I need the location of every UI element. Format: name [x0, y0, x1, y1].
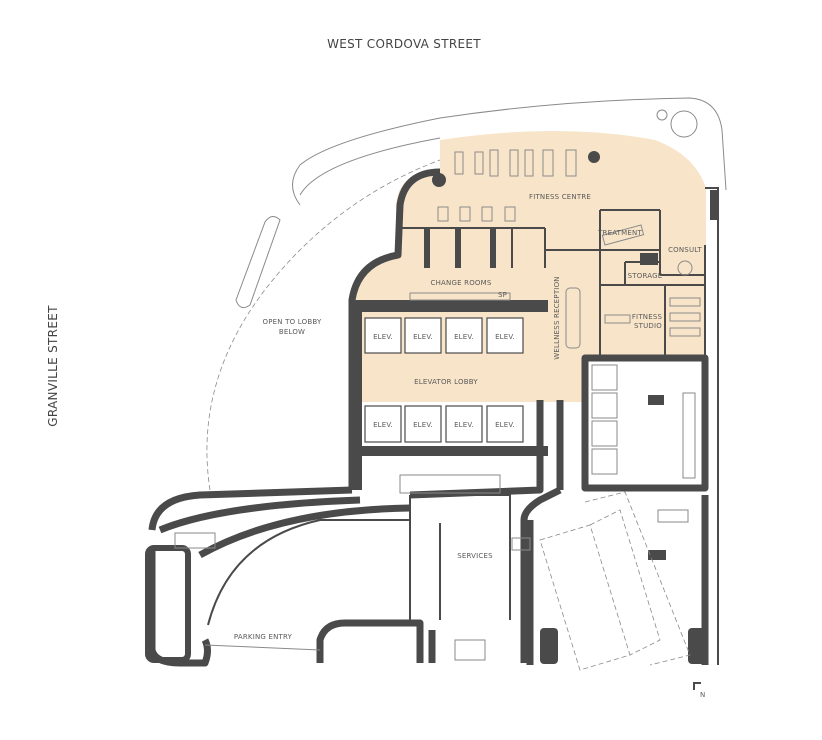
storage-block: [640, 253, 658, 265]
column: [688, 628, 706, 664]
street-label-west: GRANVILLE STREET: [46, 305, 60, 427]
planter: [670, 110, 698, 138]
label-fitness-studio-1: FITNESS: [632, 313, 663, 321]
landscape-outline: [292, 97, 727, 206]
planter-oval: [235, 216, 281, 309]
stairs-lower: [174, 474, 689, 661]
elev-label: ELEV.: [495, 421, 515, 429]
fitness-equipment: [437, 149, 701, 349]
north-label: N: [700, 691, 705, 699]
label-fitness-centre: FITNESS CENTRE: [529, 193, 591, 201]
label-elevator-lobby: ELEVATOR LOBBY: [414, 378, 478, 386]
elev-label: ELEV.: [413, 421, 433, 429]
column: [710, 190, 718, 220]
stair: [409, 292, 511, 301]
elev-label: ELEV.: [454, 421, 474, 429]
curved-glazing: [206, 159, 441, 491]
column: [432, 173, 446, 187]
parking-entry-line: [204, 644, 321, 651]
label-fitness-studio-2: STUDIO: [634, 322, 662, 330]
elevator-core-top: [352, 300, 548, 312]
label-open-to-lobby-2: BELOW: [279, 328, 305, 336]
label-wellness-reception: WELLNESS RECEPTION: [553, 276, 561, 359]
label-sp: SP: [498, 291, 507, 299]
east-block-wall: [581, 354, 709, 492]
parking-ramp-wall: [207, 494, 511, 626]
partition: [490, 228, 495, 268]
partition: [425, 228, 430, 268]
north-arrow-icon: [693, 682, 701, 690]
elev-label: ELEV.: [373, 333, 393, 341]
elev-label: ELEV.: [454, 333, 474, 341]
elevator-core-side: [352, 300, 362, 490]
east-wall: [705, 187, 719, 665]
column: [540, 628, 558, 664]
label-treatment: TREATMENT: [597, 229, 642, 237]
amenity-area: [355, 131, 706, 402]
curved-ramp-wall: [158, 496, 411, 559]
stair-core: [145, 545, 191, 663]
parking-stalls: [539, 491, 691, 671]
column: [648, 550, 666, 560]
label-services: SERVICES: [457, 552, 493, 560]
east-block-fixtures: [591, 364, 696, 479]
label-consult: CONSULT: [668, 246, 702, 254]
column: [648, 395, 664, 405]
label-open-to-lobby-1: OPEN TO LOBBY: [263, 318, 322, 326]
elevators-bottom: [364, 405, 524, 443]
landscape-inner: [299, 137, 441, 196]
label-change-rooms: CHANGE ROOMS: [430, 279, 491, 287]
elev-label: ELEV.: [373, 421, 393, 429]
label-storage: STORAGE: [628, 272, 663, 280]
label-parking-entry: PARKING ENTRY: [234, 633, 293, 641]
amenity-outer-wall: [348, 168, 441, 490]
elevators-top: [364, 317, 524, 354]
elevator-core-bottom: [352, 446, 548, 456]
elev-label: ELEV.: [413, 333, 433, 341]
partition: [455, 228, 460, 268]
planter: [656, 109, 668, 121]
column: [588, 151, 600, 163]
street-label-north: WEST CORDOVA STREET: [327, 37, 481, 51]
elev-label: ELEV.: [495, 333, 515, 341]
